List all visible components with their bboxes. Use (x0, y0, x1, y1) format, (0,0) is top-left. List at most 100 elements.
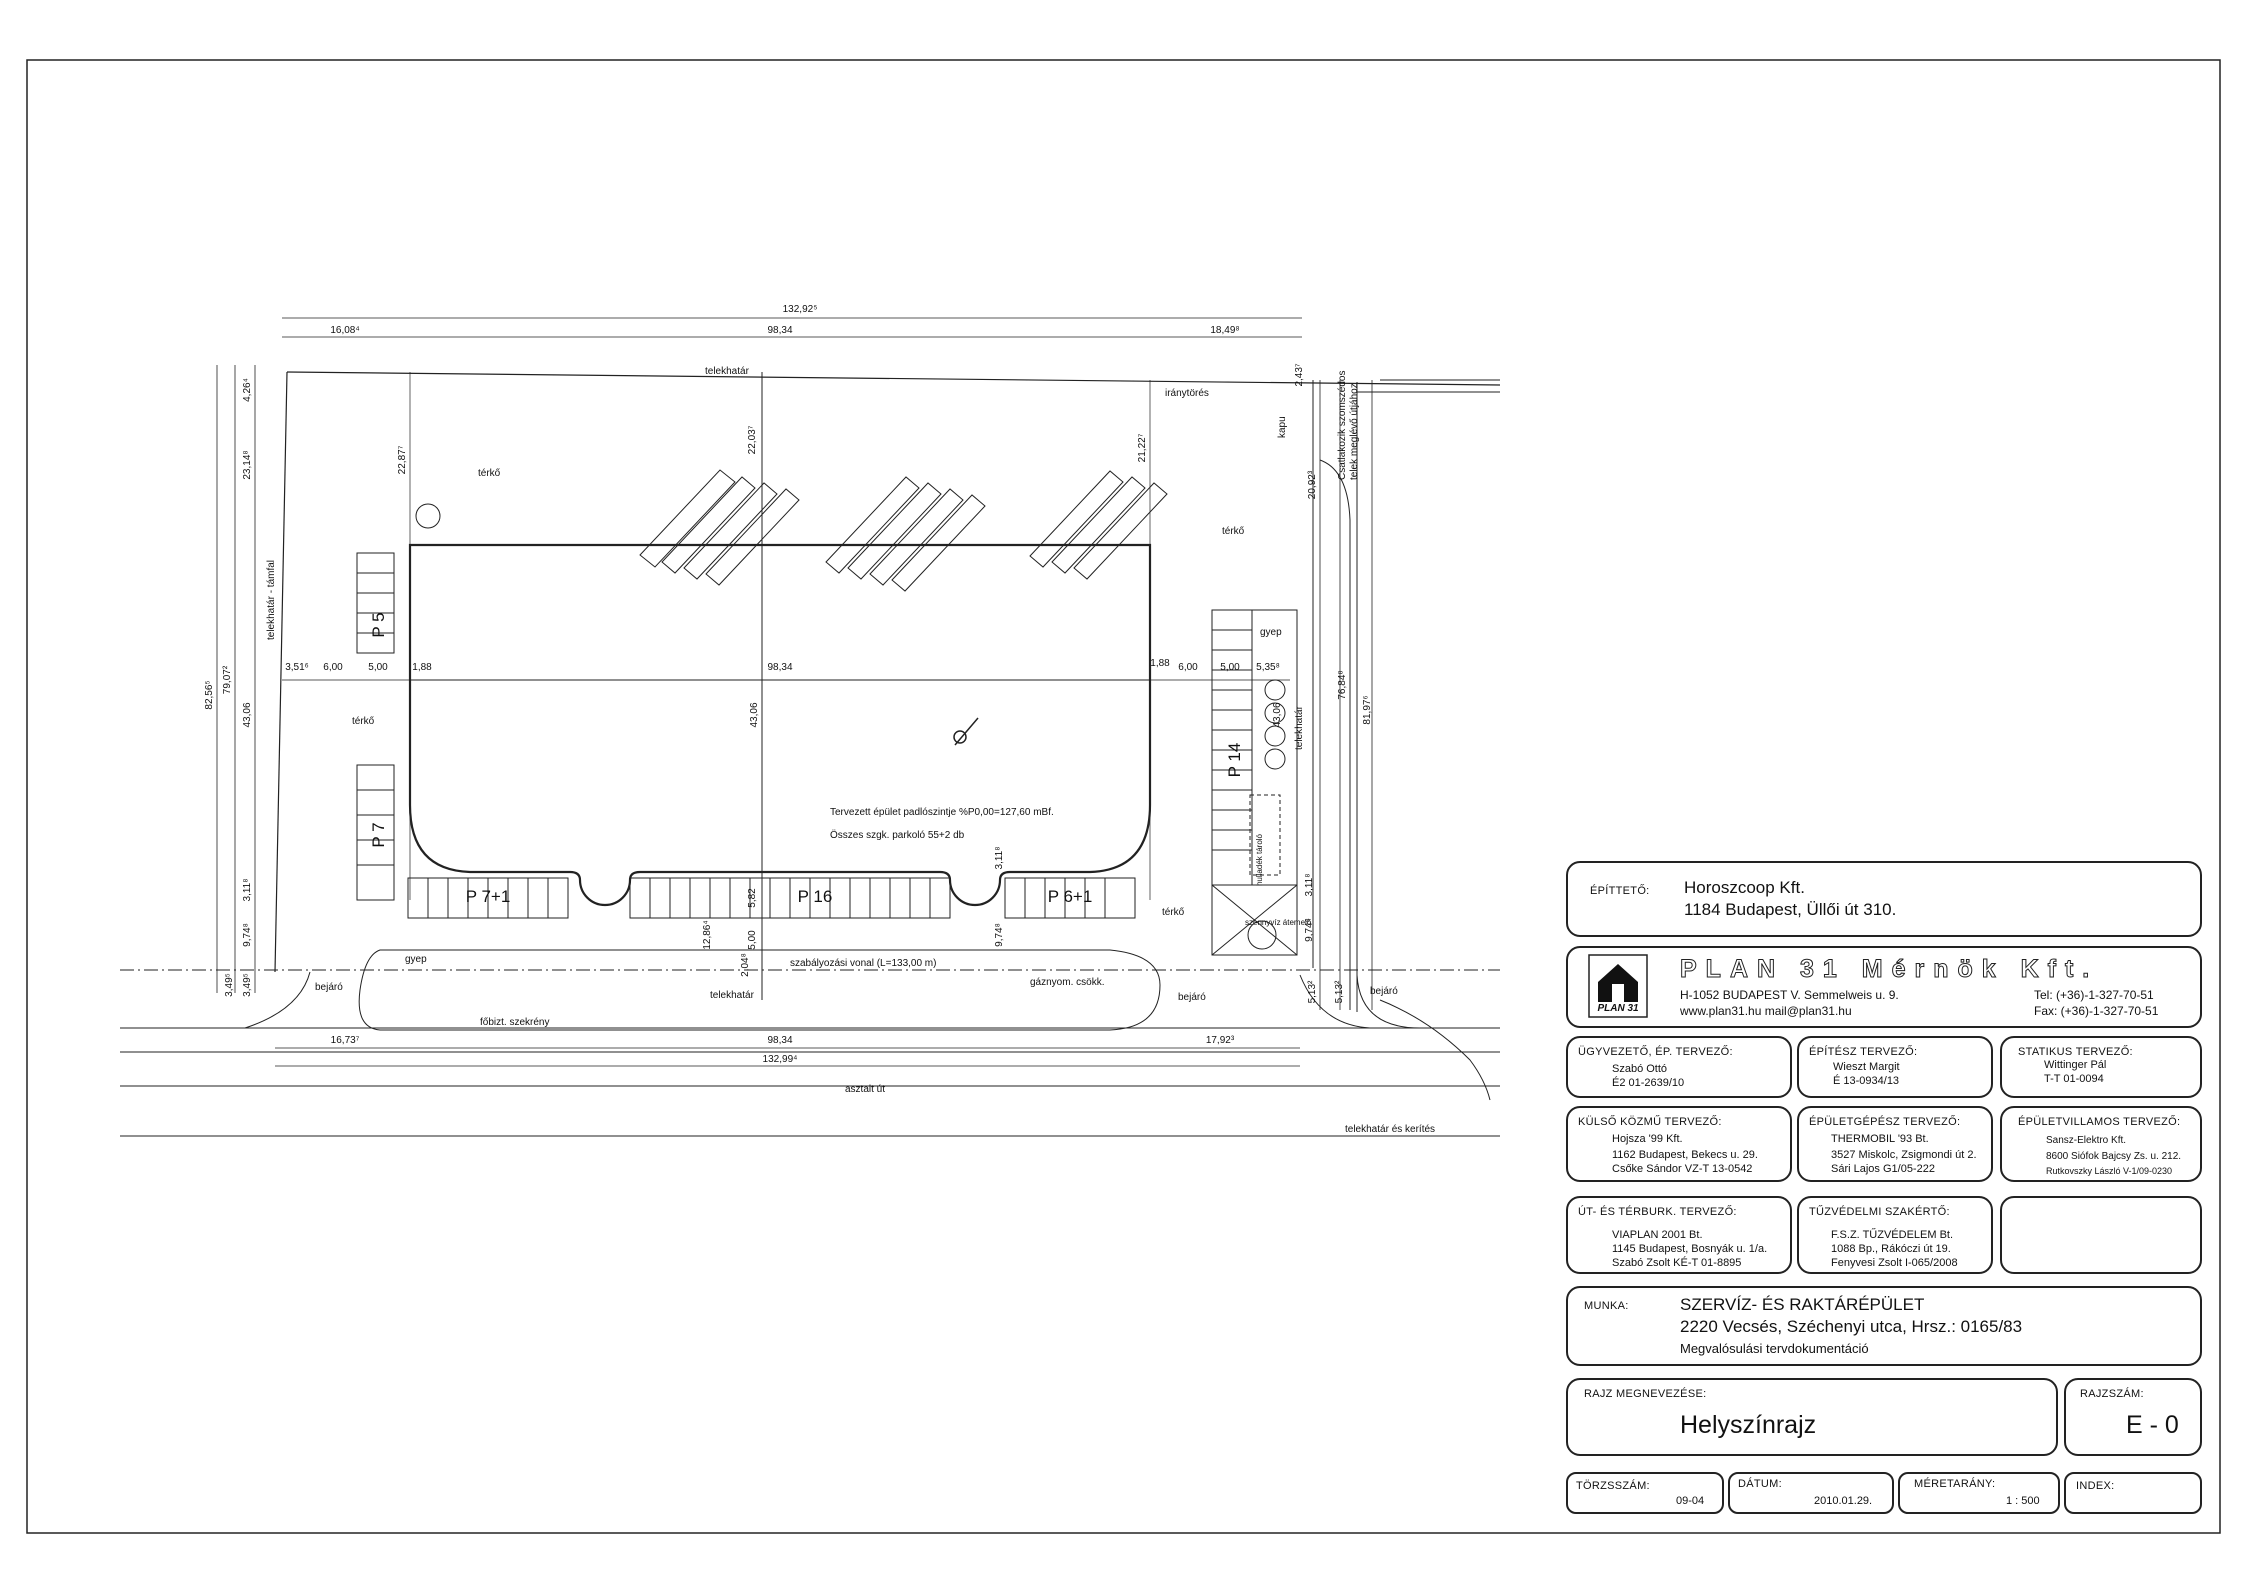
label-bejaro-1: bejáró (315, 982, 343, 993)
label-kapu: kapu (1277, 416, 1288, 438)
road-line-3: Szabó Zsolt KÉ-T 01-8895 (1612, 1257, 1742, 1269)
electrical-line-3: Rutkovszky László V-1/09-0230 (2046, 1166, 2173, 1176)
company-name: PLAN 31 Mérnök Kft. (1679, 955, 2099, 984)
drawing-number-box: RAJZSZÁM: E - 0 (2064, 1378, 2202, 1456)
architect-box: ÉPÍTÉSZ TERVEZŐ: Wieszt Margit É 13-0934… (1797, 1036, 1993, 1098)
label-parkolo: Összes szgk. parkoló 55+2 db (830, 829, 965, 841)
dim-row-mid: 98,34 (767, 662, 792, 673)
structural-box: STATIKUS TERVEZŐ: Wittinger Pál T-T 01-0… (2000, 1036, 2202, 1098)
north-boundary-line (286, 371, 1501, 386)
dim-north-a: 22,87⁷ (397, 445, 408, 474)
company-address: H-1052 BUDAPEST V. Semmelweis u. 9. (1680, 988, 1899, 1002)
director-name: Szabó Ottó (1612, 1063, 1668, 1075)
scale-label: MÉRETARÁNY: (1914, 1478, 1996, 1490)
dim-row-b: 6,00 (323, 662, 343, 673)
dim-south-c: 2,04⁸ (740, 953, 751, 977)
date-label: DÁTUM: (1738, 1478, 1782, 1490)
dim-row-g: 5,00 (1220, 662, 1240, 673)
label-telekhatar-bottom: telekhatár (710, 990, 755, 1001)
label-terko-4: térkő (1162, 907, 1185, 918)
dim-right-small2: 9,74⁸ (1304, 918, 1315, 942)
label-telekhatar-top: telekhatár (705, 366, 750, 377)
dim-left-outer: 82,56⁵ (204, 680, 215, 709)
label-terko-3: térkő (352, 716, 375, 727)
company-tel: Tel: (+36)-1-327-70-51 (2034, 988, 2154, 1002)
dim-row-f: 6,00 (1178, 662, 1198, 673)
dim-bottom-left: 16,73⁷ (331, 1035, 360, 1046)
drawing-name: Helyszínrajz (1680, 1411, 1817, 1439)
dim-top-right: 18,49⁸ (1210, 325, 1239, 336)
entrance-curve-right (1299, 974, 1371, 1029)
dim-left-small3: 3,49⁵ (224, 973, 235, 997)
label-gaznyom: gáznyom. csökk. (1030, 977, 1104, 988)
dim-left-building: 43,06 (242, 702, 253, 727)
dim-bottom-total: 132,99⁴ (763, 1054, 798, 1065)
dim-left-small1: 3,11⁸ (242, 879, 253, 902)
date-value: 2010.01.29. (1814, 1495, 1873, 1507)
scale-value: 1 : 500 (2006, 1495, 2040, 1507)
label-bejaro-3: bejáró (1370, 986, 1398, 997)
label-hulladek: hulladék tároló (1255, 833, 1264, 886)
entrance-curve-right2 (1356, 974, 1421, 1029)
dim-left-small4: 3,49⁵ (242, 973, 253, 997)
electrical-box: ÉPÜLETVILLAMOS TERVEZŐ: Sansz-Elektro Kf… (2000, 1106, 2202, 1182)
dim-south-d: 5,00 (747, 930, 758, 950)
plan-texts: 132,92⁵ 16,08⁴ 98,34 18,49⁸ 16,73⁷ 98,34… (204, 304, 1435, 1135)
label-p7: P 7 (369, 822, 388, 847)
label-szabalyozasi: szabályozási vonal (L=133,00 m) (790, 958, 936, 969)
scale-box: MÉRETARÁNY: 1 : 500 (1898, 1472, 2060, 1514)
dim-top-mid: 98,34 (767, 325, 792, 336)
client-name: Horoszcoop Kft. (1684, 878, 1805, 897)
dim-left-mid: 79,07² (222, 665, 233, 694)
fire-line-3: Fenyvesi Zsolt I-065/2008 (1831, 1257, 1958, 1269)
mechanical-box: ÉPÜLETGÉPÉSZ TERVEZŐ: THERMOBIL '93 Bt. … (1797, 1106, 1993, 1182)
label-telekhatar-kerites: telekhatár és kerítés (1345, 1124, 1435, 1135)
index-label: INDEX: (2076, 1480, 2115, 1492)
label-terko-2: térkő (1222, 526, 1245, 537)
utility-line-2: 1162 Budapest, Bekecs u. 29. (1612, 1149, 1758, 1161)
label-fobizt: főbizt. szekrény (480, 1017, 549, 1028)
green-strip-island (358, 949, 1161, 1031)
label-p7-1: P 7+1 (466, 887, 511, 906)
label-bejaro-2: bejáró (1178, 992, 1206, 1003)
dim-right-small3: 5,13² (1307, 980, 1318, 1003)
fire-label: TŰZVÉDELMI SZAKÉRTŐ: (1809, 1206, 1950, 1218)
date-box: DÁTUM: 2010.01.29. (1728, 1472, 1894, 1514)
dim-right-building: 43,06 (1272, 702, 1283, 727)
dim-right-c: 81,97⁶ (1362, 695, 1373, 724)
index-box: INDEX: (2064, 1472, 2202, 1514)
project-address: 2220 Vecsés, Széchenyi utca, Hrsz.: 0165… (1680, 1317, 2023, 1336)
project-phase: Megvalósulási tervdokumentáció (1680, 1341, 1869, 1356)
company-fax: Fax: (+36)-1-327-70-51 (2034, 1004, 2159, 1018)
dim-top-total: 132,92⁵ (783, 304, 818, 315)
dim-south-b: 5,82 (747, 888, 758, 908)
dim-row-d: 1,88 (412, 662, 432, 673)
dim-top-left: 16,08⁴ (330, 325, 359, 336)
director-box: ÜGYVEZETŐ, ÉP. TERVEZŐ: Szabó Ottó É2 01… (1566, 1036, 1792, 1098)
fire-line-2: 1088 Bp., Rákóczi út 19. (1831, 1243, 1951, 1255)
mechanical-line-3: Sári Lajos G1/05-222 (1831, 1163, 1935, 1175)
label-iranytores: iránytörés (1165, 388, 1209, 399)
electrical-line-2: 8600 Siófok Bajcsy Zs. u. 212. (2046, 1151, 2182, 1162)
neighbour-road-curve (1319, 459, 1351, 1010)
client-box: ÉPÍTTETŐ: Horoszcoop Kft. 1184 Budapest,… (1566, 861, 2202, 937)
planned-building-outline (408, 543, 1152, 907)
drawing-name-box: RAJZ MEGNEVEZÉSE: Helyszínrajz (1566, 1378, 2058, 1456)
dim-south-a: 12,86⁴ (702, 920, 713, 949)
dim-right-a: 20,92³ (1307, 470, 1318, 499)
electrical-label: ÉPÜLETVILLAMOS TERVEZŐ: (2018, 1116, 2181, 1128)
structural-id: T-T 01-0094 (2044, 1073, 2104, 1085)
dim-row-c: 5,00 (368, 662, 388, 673)
dim-bottom-mid: 98,34 (767, 1035, 792, 1046)
fire-line-1: F.S.Z. TŰZVÉDELEM Bt. (1831, 1229, 1954, 1241)
dim-row-e: 1,88 (1150, 658, 1170, 669)
logo-text: PLAN 31 (1597, 1003, 1639, 1014)
dim-center-v: 43,06 (749, 702, 760, 727)
utility-box: KÜLSŐ KÖZMŰ TERVEZŐ: Hojsza '99 Kft. 116… (1566, 1106, 1792, 1182)
drawing-number: E - 0 (2126, 1411, 2179, 1439)
utility-label: KÜLSŐ KÖZMŰ TERVEZŐ: (1578, 1116, 1722, 1128)
label-telek-meglevo: telek meglévő útjához (1349, 383, 1360, 480)
label-gyep-2: gyep (405, 954, 427, 965)
label-csatlakozik: Csatlakozik szomszédos (1337, 371, 1348, 480)
